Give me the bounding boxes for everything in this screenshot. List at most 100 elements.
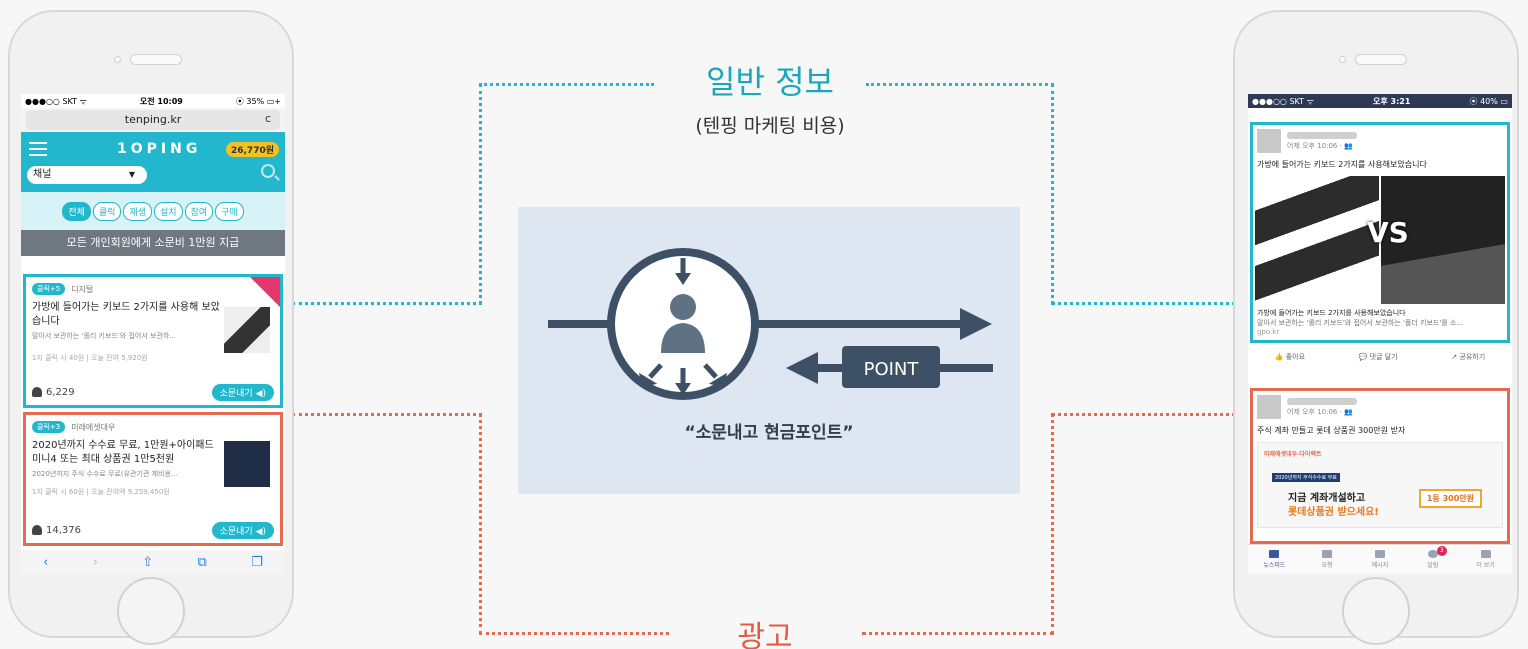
share-icon[interactable]: ⇧ (142, 554, 154, 570)
info-line-right-top (866, 83, 1054, 86)
info-subtitle: (텐핑 마케팅 비용) (695, 115, 845, 137)
filter-join[interactable]: 참여 (184, 201, 214, 221)
post-text: 주식 계좌 만들고 롯데 상품권 300만원 받자 (1257, 426, 1406, 435)
reload-icon[interactable]: c (264, 112, 271, 125)
back-icon[interactable]: ‹ (43, 554, 49, 570)
tenping-header: 1OPING 26,770원 채널 ▼ 전체 클릭 재생 설치 참여 구매 (21, 132, 285, 230)
ad-line-left-top (292, 413, 482, 416)
share-count: 14,376 (32, 525, 81, 536)
facebook-post-info[interactable]: 어제 오후 10:06 · 👥 가방에 들어가는 키보드 2가지를 사용해보았습… (1250, 122, 1510, 343)
safari-toolbar: ‹ › ⇧ ⧉ ❐ (21, 550, 285, 574)
flow-diagram: POINT (548, 248, 993, 400)
ad-thumbnail (224, 441, 270, 487)
arrow-out-right (703, 363, 718, 379)
author-name[interactable] (1287, 397, 1357, 405)
clock: 오후 3:21 (1373, 96, 1411, 106)
filter-click[interactable]: 클릭 (92, 201, 122, 221)
newsfeed-icon (1269, 550, 1280, 558)
avatar[interactable] (1257, 395, 1281, 419)
arrow-down-icon (675, 273, 691, 285)
info-line-right-vertical (1051, 84, 1054, 304)
facebook-post-ad[interactable]: 어제 오후 10:06 · 👥 주식 계좌 만들고 롯데 상품권 300만원 받… (1250, 388, 1510, 544)
card-desc: 2020년까지 주식 수수료 무료(유관기관 제비용... (32, 470, 178, 478)
ad-banner[interactable]: 미래에셋대우·다이렉트 2020년까지 주식수수료 무료 지금 계좌개설하고 롯… (1257, 442, 1503, 528)
home-button[interactable] (1342, 577, 1410, 645)
campaign-card-ad[interactable]: 클릭+3 미래에셋대우 2020년까지 수수료 무료, 1만원+아이패드 미니4… (23, 412, 283, 546)
share-button[interactable]: 소문내기 ◀) (211, 522, 274, 539)
info-line-left-vertical (479, 84, 482, 304)
tab-requests[interactable]: 요청 (1307, 550, 1347, 569)
tab-newsfeed[interactable]: 뉴스피드 (1254, 550, 1294, 569)
info-title: 일반 정보 (706, 63, 834, 101)
channel-select-value: 채널 (33, 169, 52, 180)
card-tag-row: 클릭+5 디지털 (32, 283, 274, 295)
status-bar: ●●●○○ SKT ᯤ 오전 10:09 ⦿ 35% ▭+ (21, 94, 285, 108)
filter-chips: 전체 클릭 재생 설치 참여 구매 (21, 192, 285, 230)
battery: ⦿ 40% ▭ (1469, 96, 1508, 106)
logo: 1OPING (117, 141, 202, 157)
tab-label: 메시지 (1371, 562, 1389, 569)
post-header: 어제 오후 10:06 · 👥 (1253, 391, 1507, 423)
ad-headline: 지금 계좌개설하고 (1288, 493, 1366, 504)
ad-line-left-bottom (479, 632, 669, 635)
arrow-down-out-icon (675, 383, 691, 395)
filter-play[interactable]: 재생 (123, 201, 152, 221)
notice-banner[interactable]: 모든 개인회원에게 소문비 1만원 지급 (21, 230, 285, 256)
forward-icon[interactable]: › (92, 554, 98, 570)
person-icon (32, 387, 42, 397)
share-count-value: 14,376 (46, 525, 81, 536)
ad-bar: 2020년까지 주식수수료 무료 (1272, 473, 1340, 482)
share-button[interactable]: 소문내기 ◀) (211, 384, 274, 401)
url-bar[interactable]: tenping.kr c (21, 108, 285, 132)
tab-messages[interactable]: 메시지 (1360, 550, 1400, 569)
tab-label: 더 보기 (1476, 562, 1495, 569)
arrow-down-left-icon (638, 372, 658, 388)
tab-more[interactable]: 더 보기 (1466, 550, 1506, 569)
search-icon[interactable] (261, 164, 275, 178)
avatar[interactable] (1257, 129, 1281, 153)
share-count-value: 6,229 (46, 387, 75, 398)
author-name[interactable] (1287, 131, 1357, 139)
camera (1339, 56, 1346, 63)
status-bar: ●●●○○ SKT ᯤ 오후 3:21 ⦿ 40% ▭ (1248, 94, 1512, 108)
post-time: 어제 오후 10:06 · 👥 (1287, 141, 1353, 150)
menu-icon[interactable] (29, 142, 47, 156)
card-title: 2020년까지 수수료 무료, 1만원+아이패드 미니4 또는 최대 상품권 1… (32, 440, 214, 465)
vs-label: VS (1367, 216, 1409, 249)
clock: 오전 10:09 (139, 96, 183, 106)
url-field[interactable]: tenping.kr (26, 110, 280, 130)
arrow-left-icon (786, 352, 818, 384)
like-button[interactable]: 👍 좋아요 (1274, 353, 1306, 361)
point-box (842, 346, 940, 388)
link-title[interactable]: 가방에 들어가는 키보드 2가지를 사용해보았습니다 (1257, 309, 1406, 317)
chevron-down-icon: ▼ (128, 170, 135, 179)
ad-line-left-vertical (479, 413, 482, 635)
camera (114, 56, 121, 63)
filter-all[interactable]: 전체 (62, 201, 91, 221)
tab-label: 요청 (1321, 562, 1333, 569)
share-post-button[interactable]: ↗ 공유하기 (1451, 353, 1486, 361)
filter-install[interactable]: 설치 (154, 201, 183, 221)
ad-title: 광고 (690, 612, 840, 649)
post-text: 가방에 들어가는 키보드 2가지를 사용해보았습니다 (1257, 160, 1427, 169)
facebook-screen: ●●●○○ SKT ᯤ 오후 3:21 ⦿ 40% ▭ 어제 오후 10:06 … (1248, 94, 1512, 574)
post-image[interactable]: VS (1255, 176, 1505, 304)
comment-button[interactable]: 💬 댓글 달기 (1358, 353, 1398, 361)
info-line-left-bottom (292, 302, 482, 305)
points-badge[interactable]: 26,770원 (225, 142, 279, 157)
carrier: ●●●○○ SKT ᯤ (1252, 96, 1314, 106)
filter-buy[interactable]: 구매 (215, 201, 244, 221)
bookmarks-icon[interactable]: ⧉ (197, 554, 207, 570)
battery: ⦿ 35% ▭+ (235, 96, 281, 106)
category: 미래에셋대우 (71, 422, 116, 432)
campaign-card-info[interactable]: 클릭+5 디지털 가방에 들어가는 키보드 2가지를 사용해 보았습니다 말아서… (23, 274, 283, 408)
person-icon (32, 525, 42, 535)
tab-label: 뉴스피드 (1263, 562, 1286, 569)
channel-select[interactable]: 채널 ▼ (27, 166, 147, 184)
ad-subline: 롯데상품권 받으세요! (1288, 507, 1379, 518)
home-button[interactable] (117, 577, 185, 645)
card-title: 가방에 들어가는 키보드 2가지를 사용해 보았습니다 (32, 302, 220, 327)
tabs-icon[interactable]: ❐ (251, 554, 263, 570)
